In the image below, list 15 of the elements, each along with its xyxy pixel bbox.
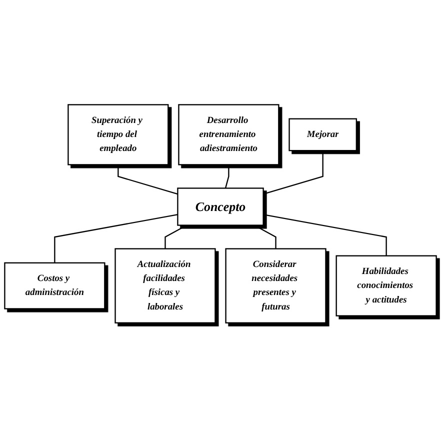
connector bbox=[224, 164, 230, 188]
node-box: Actualización facilidades físicas y laborales bbox=[114, 248, 216, 324]
connector bbox=[118, 164, 178, 194]
connector bbox=[54, 214, 178, 263]
connector bbox=[254, 224, 276, 248]
node-box: Superación y tiempo del empleado bbox=[68, 104, 169, 165]
node-box: Habilidades conocimientos y actitudes bbox=[336, 254, 437, 316]
connector bbox=[164, 224, 187, 248]
node-box: Concepto bbox=[177, 187, 264, 226]
node-box: Costos y administración bbox=[4, 262, 106, 310]
node-box: Mejorar bbox=[288, 118, 358, 151]
connector bbox=[263, 214, 387, 256]
connector bbox=[263, 150, 324, 194]
node-box: Desarrollo entrenamiento adiestramiento bbox=[178, 104, 280, 165]
node-box: Considerar necesidades presentes y futuras bbox=[225, 248, 326, 324]
